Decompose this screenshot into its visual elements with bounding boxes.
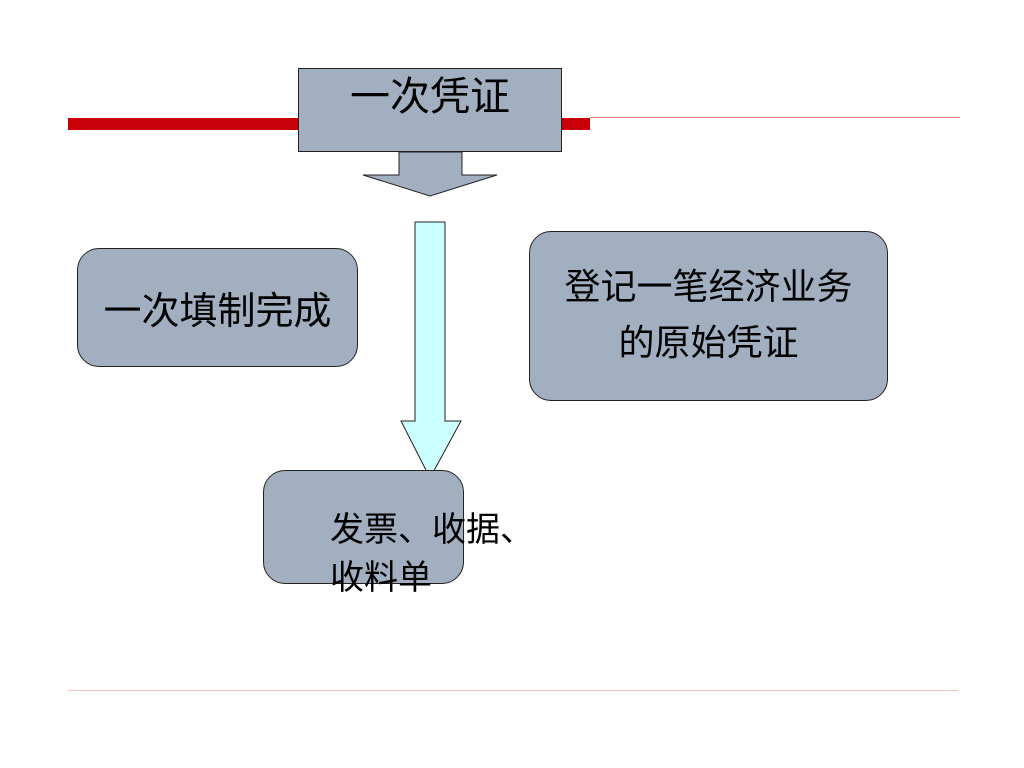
bottom-box-line1: 发票、收据、: [330, 510, 534, 550]
left-box-text: 一次填制完成: [103, 289, 332, 333]
header-thin-line: [590, 117, 960, 118]
right-box-line2: 的原始凭证: [618, 323, 799, 364]
bottom-box-line2: 收料单: [330, 558, 432, 598]
right-box: 登记一笔经济业务 的原始凭证: [529, 231, 888, 401]
left-box: 一次填制完成: [77, 248, 358, 367]
title-box: 一次凭证: [298, 68, 562, 152]
main-down-arrow: [400, 221, 462, 480]
title-down-arrow: [362, 151, 498, 197]
bottom-box-text: 发票、收据、 收料单: [330, 506, 534, 602]
footer-thin-line: [68, 690, 958, 691]
title-box-text: 一次凭证: [350, 74, 510, 120]
right-box-line1: 登记一笔经济业务: [564, 267, 853, 308]
bottom-box: [263, 470, 464, 584]
